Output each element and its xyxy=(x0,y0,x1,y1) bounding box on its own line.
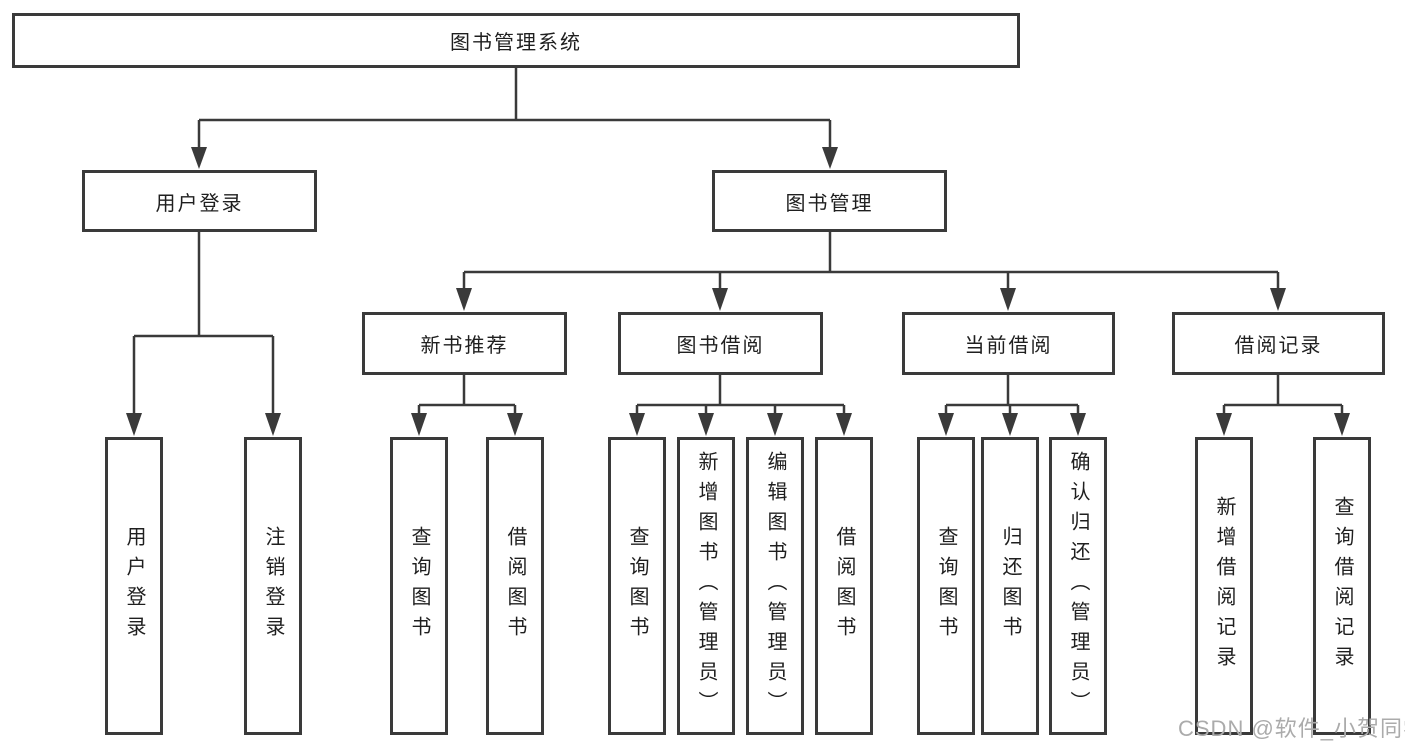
csdn-watermark: CSDN @软件_小贺同学 xyxy=(1178,716,1405,741)
node-leaf-add-borrow-record: 新增借阅记录 xyxy=(1195,437,1253,735)
node-leaf-add-book-admin: 新增图书（管理员） xyxy=(677,437,735,735)
node-new-book-recommend-label: 新书推荐 xyxy=(420,335,509,357)
node-leaf-query-books-3: 查询图书 xyxy=(917,437,975,735)
node-leaf-query-books: 查询图书 xyxy=(390,437,448,735)
node-leaf-return-books: 归还图书 xyxy=(981,437,1039,735)
node-book-borrow: 图书借阅 xyxy=(618,312,823,375)
node-leaf-label: 查询借阅记录 xyxy=(1331,496,1353,676)
node-leaf-label: 查询图书 xyxy=(935,526,957,646)
node-leaf-label: 查询图书 xyxy=(626,526,648,646)
node-leaf-query-borrow-record: 查询借阅记录 xyxy=(1313,437,1371,735)
node-book-management: 图书管理 xyxy=(712,170,947,232)
node-current-borrow: 当前借阅 xyxy=(902,312,1115,375)
node-leaf-edit-book-admin: 编辑图书（管理员） xyxy=(746,437,804,735)
node-leaf-label: 归还图书 xyxy=(999,526,1021,646)
node-leaf-borrow-books-2: 借阅图书 xyxy=(815,437,873,735)
node-user-login-label: 用户登录 xyxy=(155,192,244,215)
node-leaf-label: 确认归还（管理员） xyxy=(1067,451,1089,721)
node-leaf-label: 新增借阅记录 xyxy=(1213,496,1235,676)
node-book-borrow-label: 图书借阅 xyxy=(676,335,765,357)
node-borrow-records-label: 借阅记录 xyxy=(1234,335,1323,357)
node-leaf-logout: 注销登录 xyxy=(244,437,302,735)
node-leaf-label: 查询图书 xyxy=(408,526,430,646)
node-root-label: 图书管理系统 xyxy=(450,32,582,54)
node-leaf-label: 借阅图书 xyxy=(504,526,526,646)
node-leaf-confirm-return-admin: 确认归还（管理员） xyxy=(1049,437,1107,735)
node-root-library-system: 图书管理系统 xyxy=(12,13,1020,68)
node-leaf-label: 借阅图书 xyxy=(833,526,855,646)
node-leaf-label: 编辑图书（管理员） xyxy=(764,451,786,721)
node-leaf-label: 用户登录 xyxy=(123,526,145,646)
node-book-management-label: 图书管理 xyxy=(785,192,874,215)
node-borrow-records: 借阅记录 xyxy=(1172,312,1385,375)
node-leaf-borrow-books: 借阅图书 xyxy=(486,437,544,735)
node-current-borrow-label: 当前借阅 xyxy=(964,335,1053,357)
node-user-login: 用户登录 xyxy=(82,170,317,232)
node-leaf-user-login: 用户登录 xyxy=(105,437,163,735)
node-leaf-label: 注销登录 xyxy=(262,526,284,646)
node-leaf-label: 新增图书（管理员） xyxy=(695,451,717,721)
node-new-book-recommend: 新书推荐 xyxy=(362,312,567,375)
node-leaf-query-books-2: 查询图书 xyxy=(608,437,666,735)
